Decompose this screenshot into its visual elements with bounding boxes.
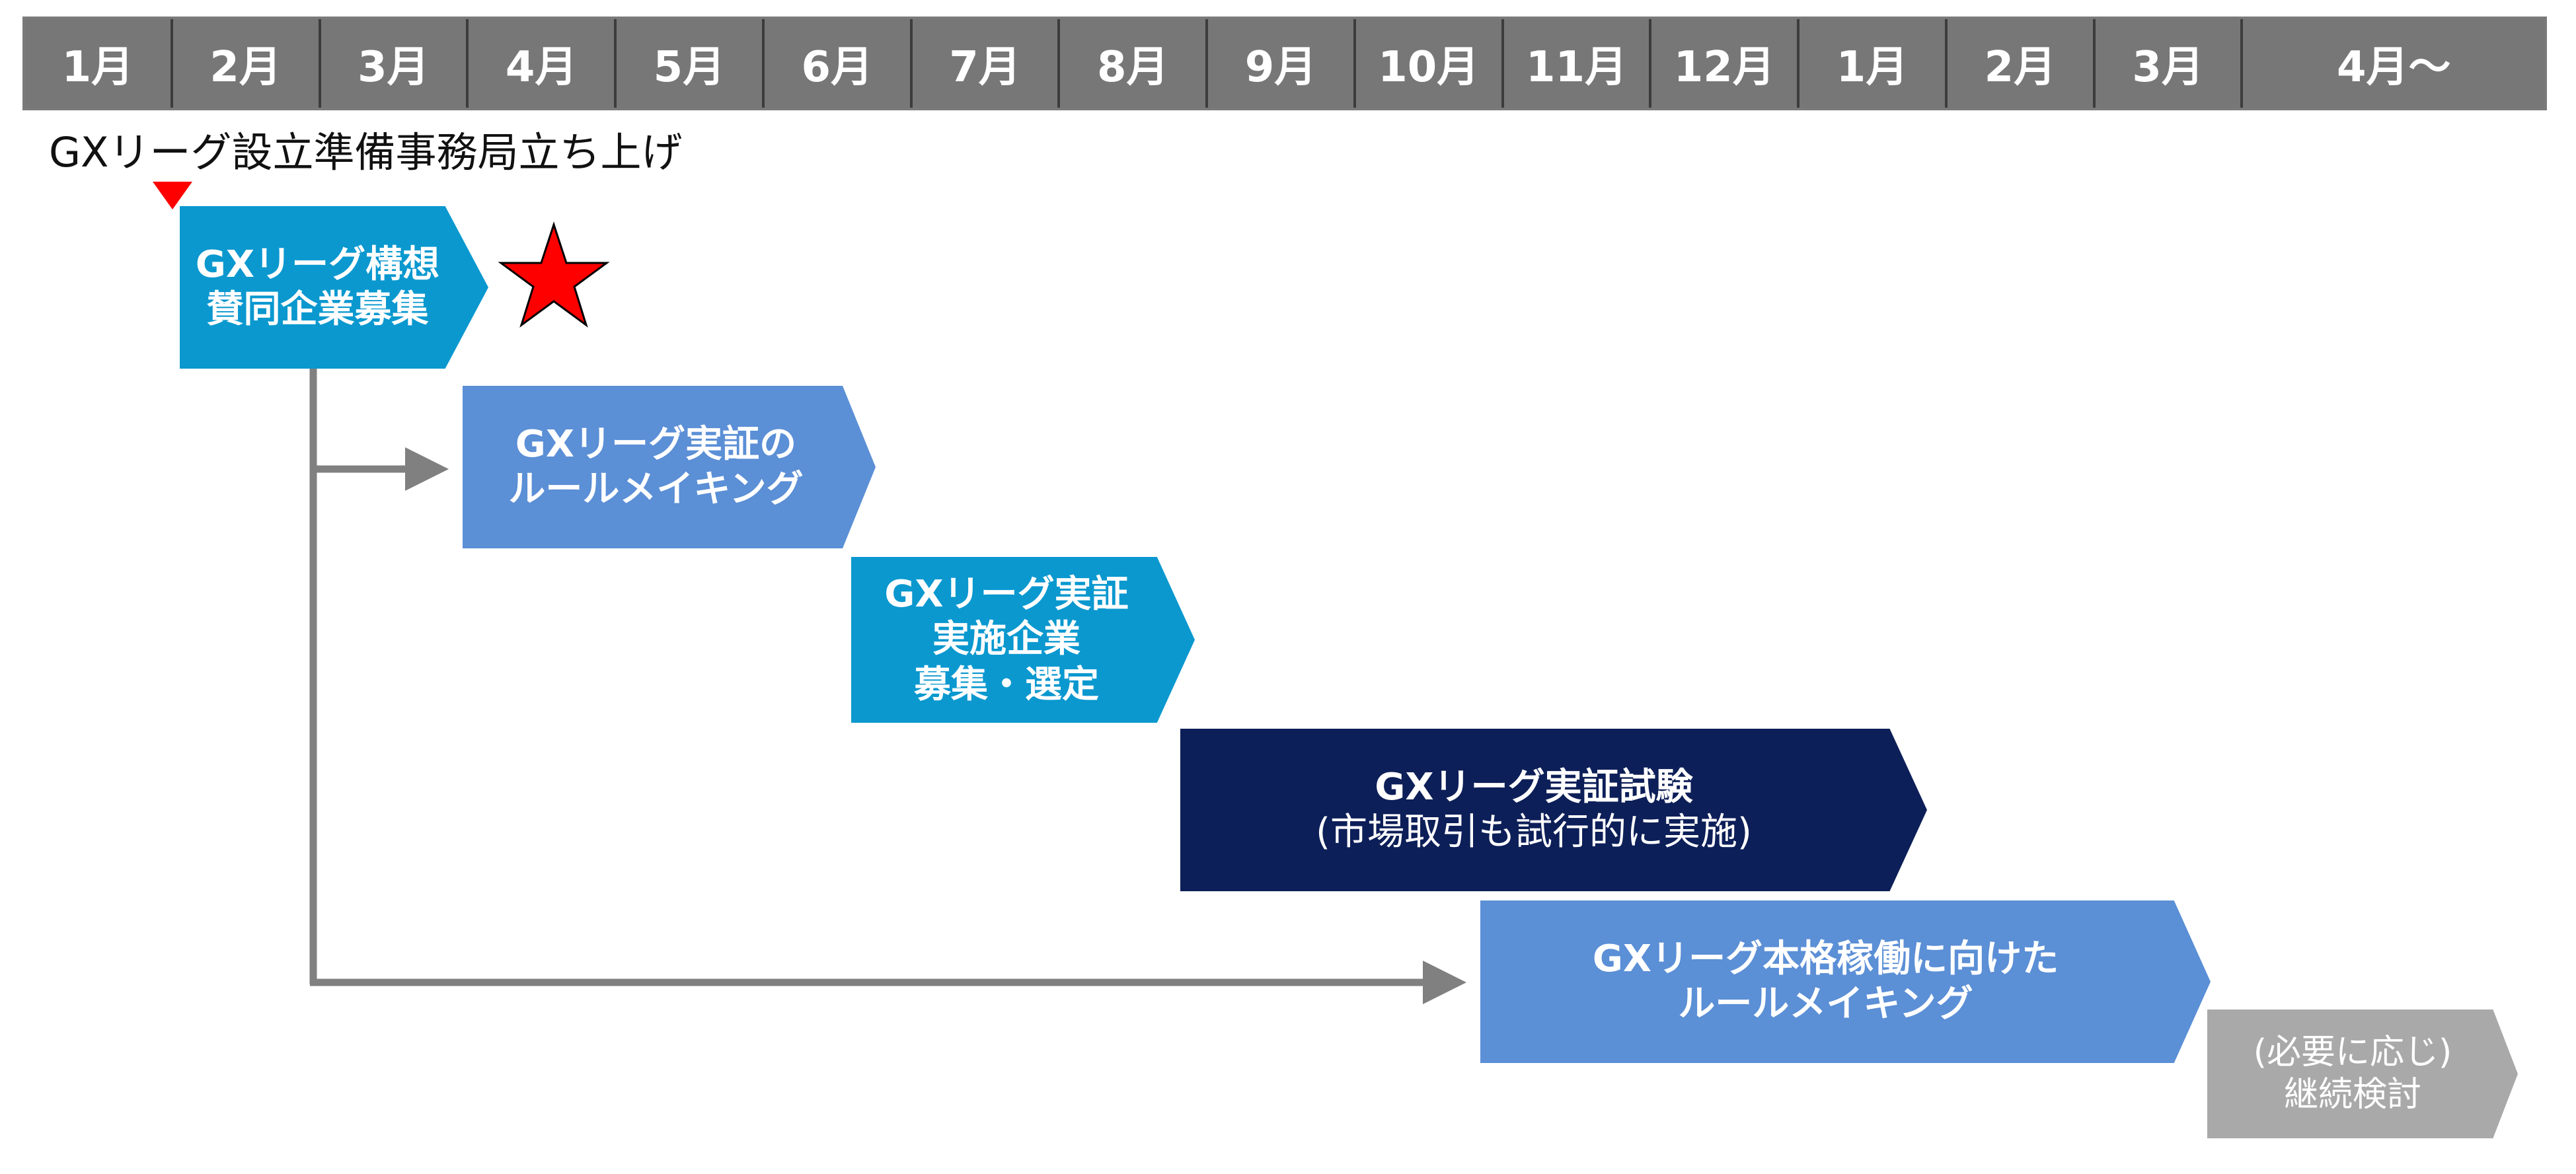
month-cell: 1月	[1799, 19, 1948, 108]
month-cell: 1月	[25, 19, 173, 108]
month-cell: 4月～	[2243, 19, 2544, 108]
phase-sublabel: (市場取引も試行的に実施)	[1316, 811, 1752, 854]
phase-label: GXリーグ実証の ルールメイキング	[508, 422, 804, 511]
phase-chevron-full-operation-rulemaking: GXリーグ本格稼働に向けた ルールメイキング	[1480, 900, 2211, 1063]
phase-chevron-pilot-rulemaking: GXリーグ実証の ルールメイキング	[463, 386, 876, 548]
month-cell: 3月	[2095, 19, 2244, 108]
month-cell: 10月	[1355, 19, 1504, 108]
phase-label: GXリーグ構想 賛同企業募集	[195, 242, 440, 331]
timeline-header: 1月 2月 3月 4月 5月 6月 7月 8月 9月 10月 11月 12月 1…	[22, 17, 2547, 110]
red-triangle-down-icon	[153, 182, 192, 209]
month-cell: 11月	[1503, 19, 1652, 108]
phase-chevron-supporter-recruitment: GXリーグ構想 賛同企業募集	[180, 206, 488, 369]
month-cell: 5月	[617, 19, 765, 108]
month-cell: 9月	[1208, 19, 1356, 108]
kickoff-label: GXリーグ設立準備事務局立ち上げ	[49, 128, 683, 176]
phase-chevron-pilot-trial: GXリーグ実証試験 (市場取引も試行的に実施)	[1180, 729, 1927, 891]
month-cell: 2月	[1947, 19, 2096, 108]
month-cell: 6月	[764, 19, 913, 108]
month-cell: 8月	[1060, 19, 1209, 108]
month-cell: 2月	[172, 19, 321, 108]
month-cell: 7月	[912, 19, 1061, 108]
phase-chevron-pilot-company-selection: GXリーグ実証 実施企業 募集・選定	[851, 557, 1195, 723]
phase-chevron-continued-review: (必要に応じ) 継続検討	[2207, 1009, 2518, 1138]
month-cell: 12月	[1651, 19, 1800, 108]
month-cell: 3月	[321, 19, 469, 108]
phase-label: GXリーグ本格稼働に向けた ルールメイキング	[1592, 937, 2059, 1025]
phase-label: GXリーグ実証 実施企業 募集・選定	[884, 573, 1129, 706]
red-star-icon	[498, 221, 610, 328]
month-cell: 4月	[469, 19, 617, 108]
phase-label: (必要に応じ) 継続検討	[2253, 1033, 2452, 1115]
phase-label: GXリーグ実証試験	[1375, 765, 1693, 809]
